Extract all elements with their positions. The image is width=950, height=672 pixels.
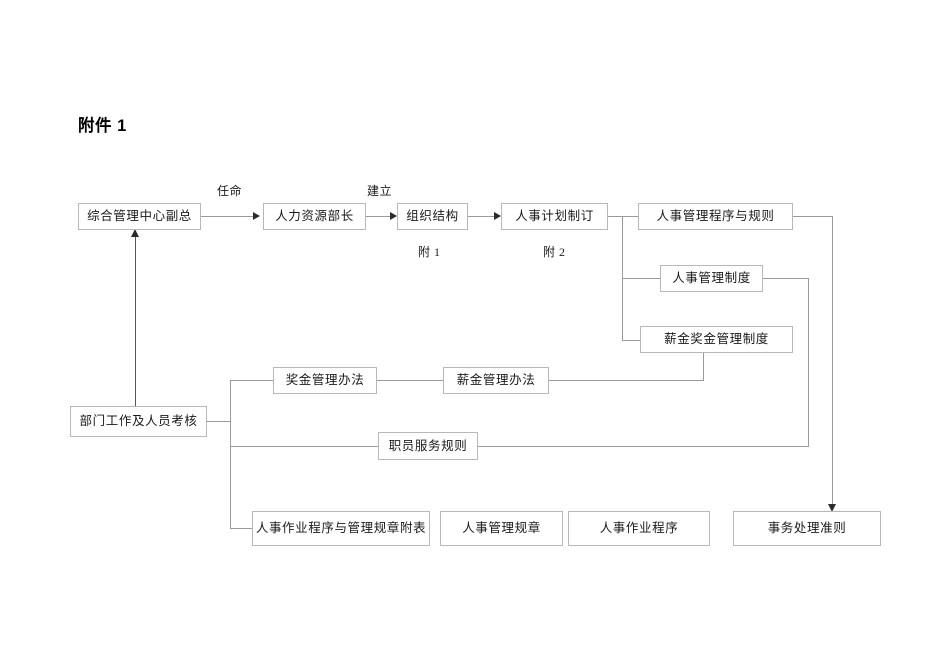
node-label: 人事管理规章 [462, 521, 541, 536]
connector-n10-bus [207, 421, 231, 422]
connector-bus-n8 [230, 380, 273, 381]
arrowhead-n3-n4 [494, 211, 501, 220]
connector-n10-n1 [135, 236, 136, 406]
node-zhiyuan-fuwu-guize[interactable]: 职员服务规则 [378, 432, 478, 460]
connector-n4-bus [608, 216, 638, 217]
node-renli-ziyuan-buzhang[interactable]: 人力资源部长 [263, 203, 366, 230]
node-label: 人力资源部长 [275, 209, 354, 224]
note-fu-2: 附 2 [543, 245, 566, 259]
arrowhead-n10-n1 [130, 229, 139, 237]
connector-n5-right [793, 216, 833, 217]
node-zonghe-guanli-zhongxin-fuzong[interactable]: 综合管理中心副总 [78, 203, 201, 230]
connector-n1-n2 [201, 216, 253, 217]
node-label: 人事管理程序与规则 [656, 209, 775, 224]
connector-n5-down [832, 216, 833, 504]
connector-n6-down [808, 278, 809, 446]
connector-n6-right [763, 278, 809, 279]
note-fu-1: 附 1 [418, 245, 441, 259]
connector-bus-n12 [230, 528, 252, 529]
connector-n7-down [703, 352, 704, 380]
arrowhead-into-n15 [827, 504, 836, 512]
connector-bus-n7 [622, 340, 640, 341]
connector-n9-right [549, 380, 704, 381]
node-renshi-guanli-chengxu-yu-guize[interactable]: 人事管理程序与规则 [638, 203, 793, 230]
edge-label-jianli: 建立 [367, 184, 393, 198]
arrowhead-n1-n2 [253, 211, 260, 220]
node-xinjin-guanli-banfa[interactable]: 薪金管理办法 [443, 367, 549, 394]
node-label: 人事作业程序 [599, 521, 679, 536]
node-label: 奖金管理办法 [285, 373, 365, 388]
node-renshi-zuoye-chengxu[interactable]: 人事作业程序 [568, 511, 710, 546]
node-renshi-zuoye-chengxu-yu-guanli-guizhang-fubiao[interactable]: 人事作业程序与管理规章附表 [252, 511, 430, 546]
node-renshi-jihua-zhiding[interactable]: 人事计划制订 [501, 203, 608, 230]
edge-label-renming: 任命 [217, 184, 243, 198]
node-label: 部门工作及人员考核 [79, 414, 198, 429]
node-label: 事务处理准则 [767, 521, 847, 536]
node-label: 薪金奖金管理制度 [664, 332, 769, 347]
arrowhead-n2-n3 [390, 211, 397, 220]
node-renshi-guanli-guizhang[interactable]: 人事管理规章 [440, 511, 563, 546]
node-renshi-guanli-zhidu[interactable]: 人事管理制度 [660, 265, 763, 292]
connector-bus-n11 [230, 446, 378, 447]
connector-n3-n4 [468, 216, 495, 217]
node-zuzhi-jiegou[interactable]: 组织结构 [397, 203, 468, 230]
node-bumen-gongzuo-ji-renyuan-kaohe[interactable]: 部门工作及人员考核 [70, 406, 207, 437]
page-title: 附件 1 [78, 117, 127, 135]
node-xinjin-jiangjin-guanli-zhidu[interactable]: 薪金奖金管理制度 [640, 326, 793, 353]
node-label: 组织结构 [406, 209, 459, 224]
connector-n8-n9 [377, 380, 443, 381]
connector-n2-n3 [366, 216, 391, 217]
node-label: 综合管理中心副总 [87, 209, 192, 224]
node-label: 薪金管理办法 [456, 373, 536, 388]
node-label: 人事作业程序与管理规章附表 [255, 521, 427, 536]
node-jiangjin-guanli-banfa[interactable]: 奖金管理办法 [273, 367, 377, 394]
branch-bus-left [230, 380, 231, 528]
node-label: 人事计划制订 [515, 209, 594, 224]
node-label: 职员服务规则 [388, 438, 468, 453]
connector-bus-n6 [622, 278, 660, 279]
node-shiwu-chuli-zhunze[interactable]: 事务处理准则 [733, 511, 881, 546]
connector-n11-right [478, 446, 809, 447]
node-label: 人事管理制度 [672, 271, 751, 286]
